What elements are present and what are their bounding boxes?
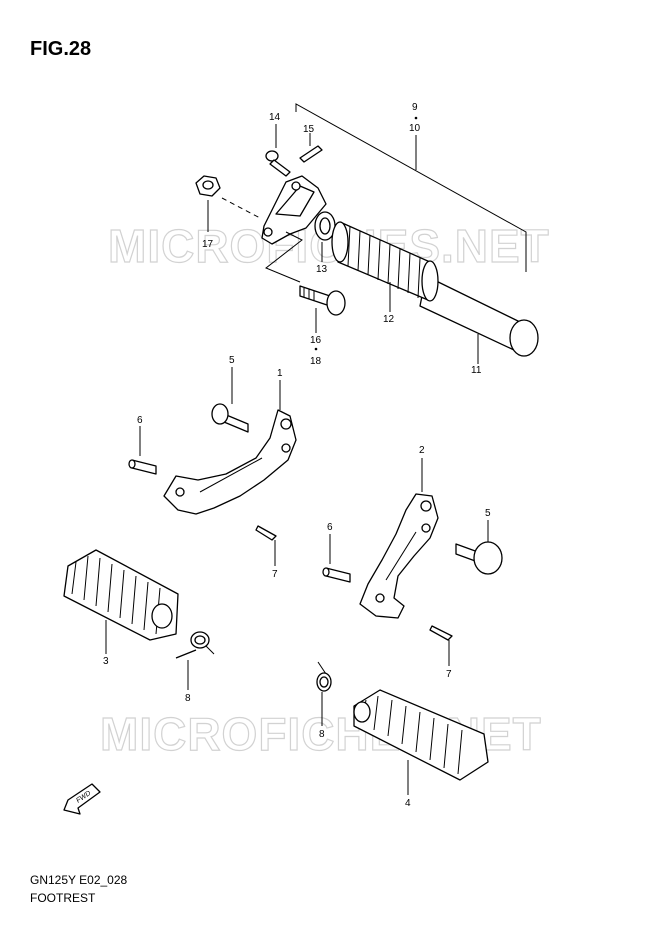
part-16-18-bolt [299,285,346,316]
figure-title: FIG.28 [30,38,92,60]
callout-17: 17 [202,239,214,250]
callout-6-right: 6 [327,522,333,533]
part-8-spring-right [316,661,332,692]
callout-15: 15 [303,124,315,135]
callout-8-left: 8 [185,693,191,704]
part-6-pin-right [322,567,351,583]
callout-18: 18 [310,356,322,367]
callout-5-left: 5 [229,355,235,366]
callout-14: 14 [269,112,281,123]
section-name: FOOTREST [30,891,96,905]
fwd-direction-arrow: FWD [63,783,101,815]
part-17-nut [195,175,221,197]
part-7-cotter-pin-right [429,625,453,641]
callout-3: 3 [103,656,109,667]
callout-6-left: 6 [137,415,143,426]
callout-8-right: 8 [319,729,325,740]
callout-12: 12 [383,314,395,325]
part-14-pin [265,150,291,177]
offset-line-16 [265,231,303,283]
upper-bracket-group [195,103,539,364]
part-5-bolt-left [211,403,249,433]
part-1-footrest-stay-left [163,409,297,515]
part-15-cotter-pin [299,145,323,163]
part-12-footrest-rubber [331,221,439,302]
group-bracket-line [295,103,527,272]
part-3-footrest-rubber-left [63,549,179,641]
callout-10: 10 [409,123,421,134]
part-5-bolt-right [455,541,503,575]
part-6-pin-left [128,459,157,475]
callout-5-right: 5 [485,508,491,519]
callout-7-left: 7 [272,569,278,580]
callout-16: 16 [310,335,322,346]
upper-footrest-bracket [261,175,327,245]
part-2-footrest-stay-right [359,493,439,619]
callout-1: 1 [277,368,283,379]
part-4-footrest-rubber-right [353,689,489,781]
axis-17 [221,197,261,219]
callout-11: 11 [471,365,482,376]
callout-7-right: 7 [446,669,452,680]
model-code: GN125Y E02_028 [30,873,128,887]
callout-2: 2 [419,445,425,456]
part-7-cotter-pin-left [255,525,277,541]
part-8-spring-left [175,631,215,659]
callout-4: 4 [405,798,411,809]
callout-9: 9 [412,102,418,113]
callout-13: 13 [316,264,328,275]
